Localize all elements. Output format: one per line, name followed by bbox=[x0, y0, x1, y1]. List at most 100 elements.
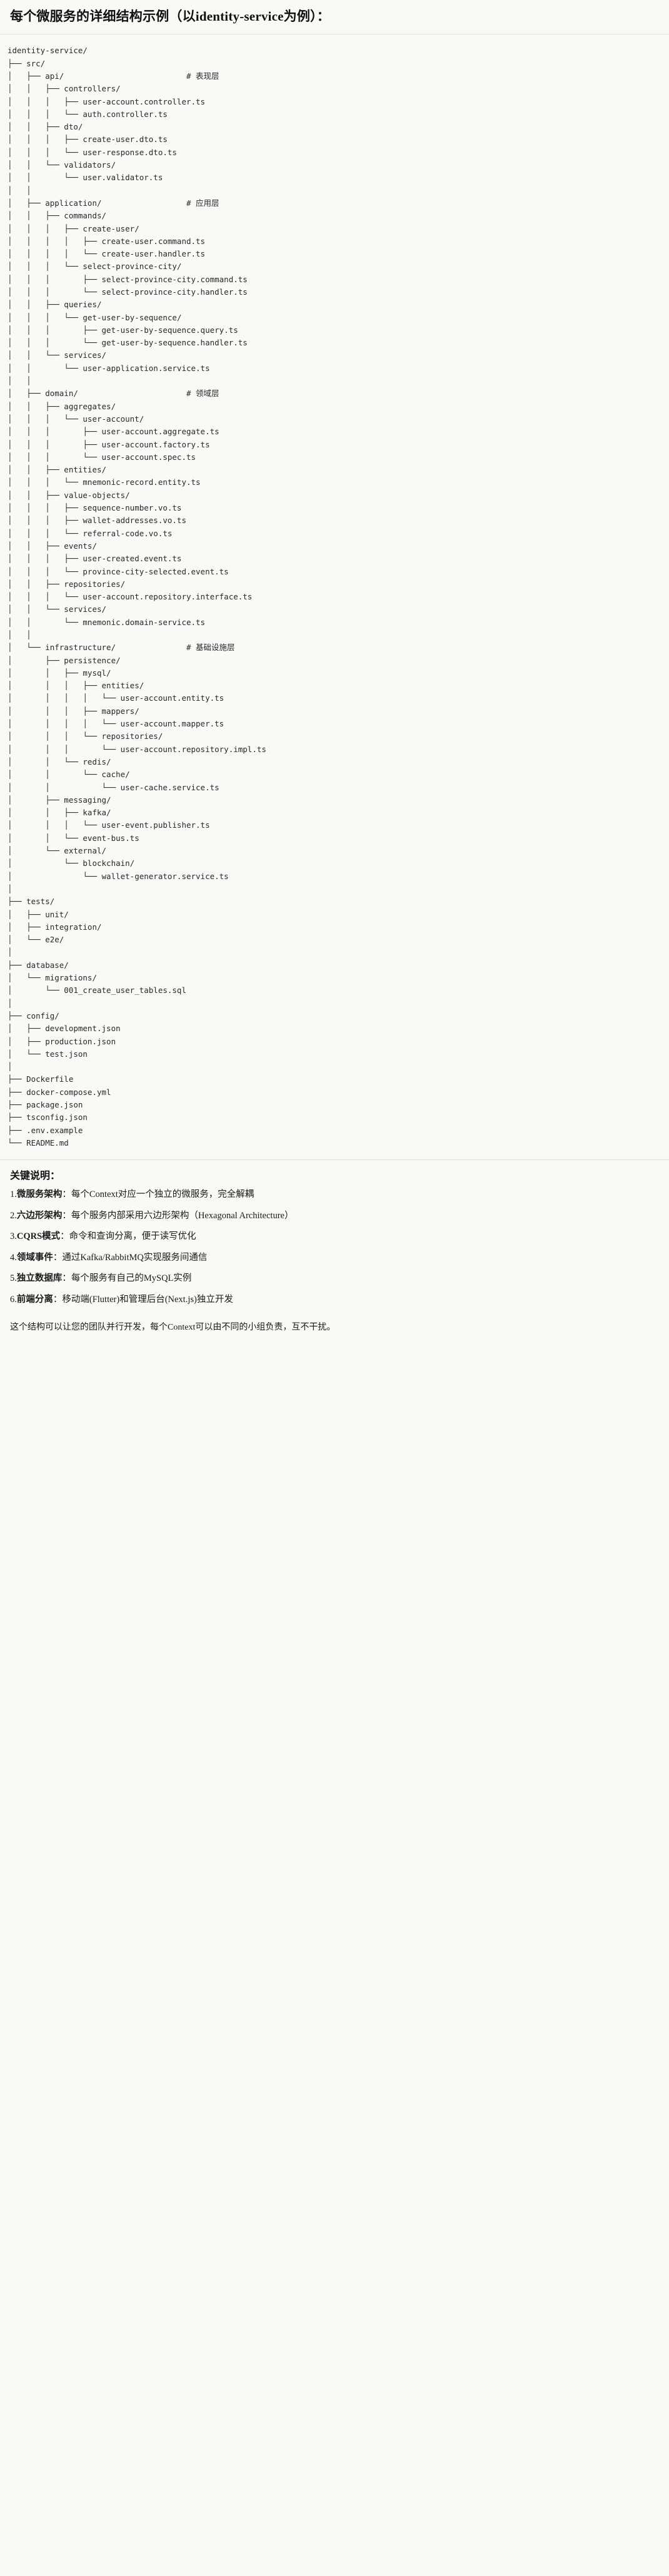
tree-line: │ │ │ ├── sequence-number.vo.ts bbox=[8, 503, 182, 513]
tree-line: │ ├── application/ # 应用层 bbox=[8, 198, 219, 208]
key-point-number: 1. bbox=[10, 1189, 17, 1200]
tree-line: │ │ └── validators/ bbox=[8, 160, 116, 170]
tree-line: ├── src/ bbox=[8, 58, 46, 68]
tree-line: │ │ │ ├── wallet-addresses.vo.ts bbox=[8, 516, 186, 526]
tree-line: │ │ │ └── repositories/ bbox=[8, 731, 163, 741]
key-point-item: 4.领域事件：通过Kafka/RabbitMQ实现服务间通信 bbox=[10, 1251, 659, 1265]
tree-line: │ │ │ └── mnemonic-record.entity.ts bbox=[8, 477, 201, 487]
tree-line: │ bbox=[8, 1062, 13, 1072]
key-point-description: 每个Context对应一个独立的微服务，完全解耦 bbox=[71, 1189, 254, 1200]
tree-line: └── README.md bbox=[8, 1138, 69, 1148]
key-point-separator: ： bbox=[62, 1210, 71, 1221]
tree-line: │ │ │ ├── create-user.dto.ts bbox=[8, 135, 168, 145]
key-point-separator: ： bbox=[62, 1273, 71, 1284]
tree-line: │ │ │ │ └── create-user.handler.ts bbox=[8, 249, 206, 259]
tree-line: │ │ │ └── user-account.spec.ts bbox=[8, 452, 196, 462]
key-point-item: 3.CQRS模式：命令和查询分离，便于读写优化 bbox=[10, 1229, 659, 1243]
tree-line: ├── tests/ bbox=[8, 897, 55, 907]
tree-line: │ └── migrations/ bbox=[8, 973, 97, 983]
key-point-item: 2.六边形架构：每个服务内部采用六边形架构（Hexagonal Architec… bbox=[10, 1209, 659, 1223]
tree-line: │ │ └── event-bus.ts bbox=[8, 833, 139, 843]
tree-line: ├── Dockerfile bbox=[8, 1074, 74, 1084]
tree-line: │ │ │ │ └── user-account.mapper.ts bbox=[8, 719, 224, 729]
tree-line: │ │ │ └── select-province-city/ bbox=[8, 262, 182, 272]
directory-tree-block: identity-service/├── src/│ ├── api/ # 表现… bbox=[0, 34, 669, 1160]
tree-line: │ bbox=[8, 998, 13, 1008]
tree-line: │ │ └── services/ bbox=[8, 604, 107, 614]
tree-line: │ ├── messaging/ bbox=[8, 795, 111, 805]
key-point-description: 通过Kafka/RabbitMQ实现服务间通信 bbox=[62, 1252, 208, 1263]
tree-line: │ │ │ └── user-response.dto.ts bbox=[8, 147, 177, 157]
tree-line: │ │ │ └── select-province-city.handler.t… bbox=[8, 287, 248, 297]
tree-line: │ │ │ └── user-account.repository.impl.t… bbox=[8, 744, 266, 754]
tree-line: │ │ │ └── user-event.publisher.ts bbox=[8, 820, 210, 830]
tree-line: │ │ ├── aggregates/ bbox=[8, 401, 116, 411]
key-point-term: 微服务架构 bbox=[16, 1189, 63, 1200]
key-point-term: 前端分离 bbox=[16, 1294, 53, 1305]
tree-line: │ │ ├── entities/ bbox=[8, 465, 107, 475]
tree-line: │ │ │ ├── user-created.event.ts bbox=[8, 554, 182, 564]
tree-line: │ │ ├── dto/ bbox=[8, 122, 83, 132]
key-point-term: 领域事件 bbox=[16, 1252, 53, 1263]
tree-line: │ ├── domain/ # 领域层 bbox=[8, 389, 219, 399]
tree-line: │ └── wallet-generator.service.ts bbox=[8, 871, 229, 881]
tree-line: │ bbox=[8, 883, 13, 893]
tree-line: ├── .env.example bbox=[8, 1125, 83, 1135]
tree-line: │ │ ├── kafka/ bbox=[8, 808, 111, 818]
tree-line: │ │ │ ├── entities/ bbox=[8, 681, 144, 691]
key-point-item: 6.前端分离：移动端(Flutter)和管理后台(Next.js)独立开发 bbox=[10, 1293, 659, 1306]
tree-line: │ ├── production.json bbox=[8, 1036, 116, 1046]
key-point-description: 每个服务内部采用六边形架构（Hexagonal Architecture） bbox=[71, 1210, 294, 1221]
key-point-number: 4. bbox=[10, 1252, 17, 1263]
tree-line: │ │ │ └── auth.controller.ts bbox=[8, 109, 168, 119]
tree-line: │ │ └── user-application.service.ts bbox=[8, 363, 210, 373]
tree-line: ├── database/ bbox=[8, 960, 69, 970]
tree-line: │ └── e2e/ bbox=[8, 935, 64, 945]
tree-line: ├── docker-compose.yml bbox=[8, 1087, 111, 1097]
tree-line: │ │ └── user-cache.service.ts bbox=[8, 782, 219, 792]
key-point-number: 6. bbox=[10, 1294, 17, 1305]
key-point-term: 独立数据库 bbox=[16, 1273, 63, 1284]
tree-line: │ │ ├── commands/ bbox=[8, 211, 107, 221]
key-point-description: 每个服务有自己的MySQL实例 bbox=[71, 1273, 192, 1284]
page-title: 每个微服务的详细结构示例（以identity-service为例）： bbox=[10, 9, 330, 24]
key-point-item: 1.微服务架构：每个Context对应一个独立的微服务，完全解耦 bbox=[10, 1188, 659, 1201]
tree-line: ├── tsconfig.json bbox=[8, 1112, 88, 1123]
tree-line: │ │ │ ├── get-user-by-sequence.query.ts bbox=[8, 325, 238, 335]
tree-line: │ │ │ └── referral-code.vo.ts bbox=[8, 528, 173, 538]
key-point-separator: ： bbox=[62, 1189, 71, 1200]
tree-line: │ │ └── mnemonic.domain-service.ts bbox=[8, 617, 206, 627]
tree-line: │ └── external/ bbox=[8, 846, 107, 856]
tree-line: │ └── blockchain/ bbox=[8, 858, 135, 868]
tree-line: │ ├── integration/ bbox=[8, 922, 102, 932]
tree-line: │ └── 001_create_user_tables.sql bbox=[8, 985, 186, 995]
key-point-term: 六边形架构 bbox=[16, 1210, 63, 1221]
tree-line: │ │ │ ├── user-account.controller.ts bbox=[8, 96, 206, 106]
tree-line: │ │ │ └── get-user-by-sequence/ bbox=[8, 312, 182, 322]
tree-line: │ │ │ └── user-account.repository.interf… bbox=[8, 592, 253, 602]
tree-divider bbox=[0, 1159, 669, 1161]
tree-line: │ │ ├── controllers/ bbox=[8, 84, 121, 94]
tree-line: │ │ │ │ └── user-account.entity.ts bbox=[8, 693, 224, 703]
key-point-separator: ： bbox=[53, 1252, 63, 1263]
tree-line: │ │ │ └── user-account/ bbox=[8, 414, 144, 424]
key-point-number: 2. bbox=[10, 1210, 17, 1221]
tree-line: │ │ ├── value-objects/ bbox=[8, 490, 130, 500]
tree-line: │ ├── persistence/ bbox=[8, 655, 121, 665]
document-page: 每个微服务的详细结构示例（以identity-service为例）： ident… bbox=[0, 9, 669, 1332]
tree-line: │ │ └── services/ bbox=[8, 350, 107, 360]
key-point-separator: ： bbox=[60, 1231, 69, 1242]
tree-line: │ │ │ └── province-city-selected.event.t… bbox=[8, 566, 229, 576]
key-point-item: 5.独立数据库：每个服务有自己的MySQL实例 bbox=[10, 1271, 659, 1285]
tree-line: │ ├── unit/ bbox=[8, 909, 69, 919]
tree-line: │ │ └── redis/ bbox=[8, 756, 111, 766]
tree-line: │ │ │ ├── select-province-city.command.t… bbox=[8, 274, 248, 284]
tree-line: │ │ │ ├── user-account.factory.ts bbox=[8, 439, 210, 449]
closing-paragraph: 这个结构可以让您的团队并行开发，每个Context可以由不同的小组负责，互不干扰… bbox=[10, 1322, 336, 1332]
tree-line: │ │ bbox=[8, 376, 31, 386]
tree-line: │ └── infrastructure/ # 基础设施层 bbox=[8, 643, 235, 653]
tree-line: │ │ └── user.validator.ts bbox=[8, 173, 163, 183]
tree-line: │ │ ├── queries/ bbox=[8, 300, 102, 310]
key-point-number: 5. bbox=[10, 1273, 17, 1284]
